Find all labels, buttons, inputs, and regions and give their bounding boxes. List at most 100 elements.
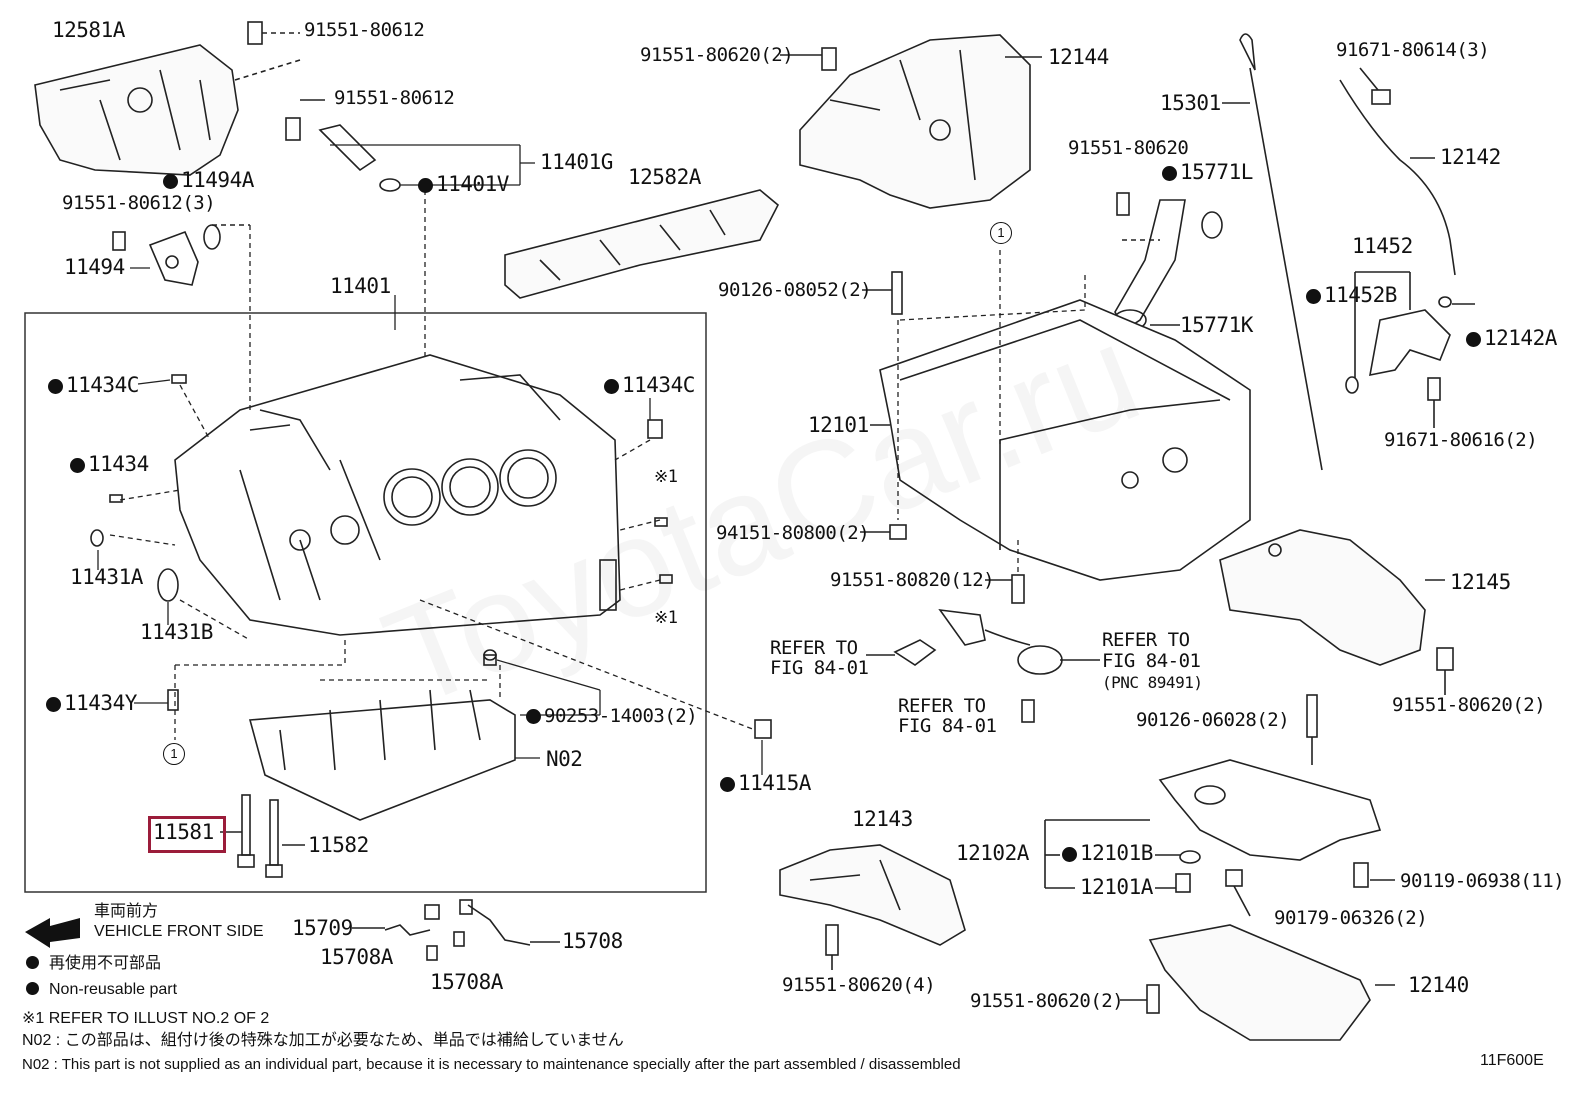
label-11434C-left[interactable]: 11434C [48,375,139,396]
part-N02-shape [248,649,516,821]
part-12144-shape [780,34,1042,209]
label-12142A[interactable]: 12142A [1466,328,1557,349]
label-91551-80620-mid[interactable]: 91551-80620 [1068,137,1189,159]
nonreusable-dot-icon [26,982,39,995]
refer-to-2-line1[interactable]: REFER TO [1102,629,1190,651]
label-91671-80616-2[interactable]: 91671-80616(2) [1384,429,1538,451]
label-12581A[interactable]: 12581A [52,18,125,42]
label-12102A[interactable]: 12102A [956,841,1029,865]
small-parts-left [90,374,772,739]
refer-to-3-line1[interactable]: REFER TO [898,695,986,717]
ref-circle-1-left: 1 [163,743,185,765]
label-11582[interactable]: 11582 [308,833,369,857]
part-11494-shape [112,224,250,286]
label-15708A-right[interactable]: 15708A [430,970,503,994]
label-91551-80612-3[interactable]: 91551-80612(3) [62,192,216,214]
note-mark-1-upper: ※1 [654,467,678,487]
label-91551-80620-2-top[interactable]: 91551-80620(2) [640,44,794,66]
note-mark-1-lower: ※1 [654,608,678,628]
label-N02[interactable]: N02 [546,747,583,771]
refer-to-1-line2[interactable]: FIG 84-01 [770,657,869,679]
label-11401G[interactable]: 11401G [540,150,613,174]
legend-nonreusable-en-row: Non-reusable part [26,981,177,999]
label-91551-80612-mid[interactable]: 91551-80612 [334,87,455,109]
label-12145[interactable]: 12145 [1450,570,1511,594]
label-11415A[interactable]: 11415A [720,773,811,794]
refer-to-2-pnc[interactable]: (PNC 89491) [1102,673,1203,692]
label-11494[interactable]: 11494 [64,255,125,279]
label-11401[interactable]: 11401 [330,274,391,298]
label-11452B[interactable]: 11452B [1306,285,1397,306]
engine-block-shape [174,354,621,636]
legend-nonreusable-en: Non-reusable part [49,981,178,998]
label-11431B[interactable]: 11431B [140,620,213,644]
refer-to-3-line2[interactable]: FIG 84-01 [898,715,997,737]
oilpan-guide-lines [897,250,1086,575]
part-15301-shape [1222,33,1323,471]
label-12143[interactable]: 12143 [852,807,913,831]
label-11434Y[interactable]: 11434Y [46,693,137,714]
label-90126-06028-2[interactable]: 90126-06028(2) [1136,709,1290,731]
label-91671-80614-3[interactable]: 91671-80614(3) [1336,39,1490,61]
oil-sensor-shape [866,608,1100,723]
part-12582A-shape [504,189,780,299]
highlighted-part-box [148,816,226,853]
label-12101[interactable]: 12101 [808,413,869,437]
label-11434C-right[interactable]: 11434C [604,375,695,396]
label-11431A[interactable]: 11431A [70,565,143,589]
legend-front-en: VEHICLE FRONT SIDE [94,923,264,940]
label-90126-08052-2[interactable]: 90126-08052(2) [718,279,872,301]
part-15708-15709-shapes [352,899,560,961]
label-90179-06326-2[interactable]: 90179-06326(2) [1274,907,1428,929]
refer-to-1-line1[interactable]: REFER TO [770,637,858,659]
part-15771-shape [1113,192,1223,332]
label-15709[interactable]: 15709 [292,916,353,940]
label-15708A-left[interactable]: 15708A [320,945,393,969]
label-94151-80800-2[interactable]: 94151-80800(2) [716,522,870,544]
label-91551-80820-12[interactable]: 91551-80820(12) [830,569,995,591]
part-12101-shape [860,271,1251,604]
label-12101A[interactable]: 12101A [1080,875,1153,899]
label-11401V[interactable]: 11401V [418,174,509,195]
label-90119-06938-11[interactable]: 90119-06938(11) [1400,870,1565,892]
figure-code: 11F600E [1480,1052,1544,1069]
label-12144[interactable]: 12144 [1048,45,1109,69]
block-guide-lines [109,190,756,740]
label-12142[interactable]: 12142 [1440,145,1501,169]
part-12142-shape [1339,67,1456,276]
part-12145-shape [1219,529,1454,695]
label-91551-80620-2-right[interactable]: 91551-80620(2) [1392,694,1546,716]
footnote-n02-en: N02 : This part is not supplied as an in… [22,1056,961,1073]
label-11452[interactable]: 11452 [1352,234,1413,258]
legend-nonreusable-jp-row: 再使用不可部品 [26,955,161,973]
label-15301[interactable]: 15301 [1160,91,1221,115]
label-15771L[interactable]: 15771L [1162,162,1253,183]
ref-circle-1-right: 1 [990,222,1012,244]
bolts-11581-11582-shapes [220,794,305,878]
label-11581[interactable]: 11581 [153,820,214,844]
part-12581A-shape [34,44,239,176]
legend-nonreusable-jp: 再使用不可部品 [49,955,162,972]
footnote-n02-jp: N02 : この部品は、組付け後の特殊な加工が必要なため、単品では補給していませ… [22,1032,624,1049]
label-12101B[interactable]: 12101B [1062,843,1153,864]
vehicle-front-arrow [25,918,80,948]
legend-front-jp: 車両前方 [94,903,159,920]
refer-to-2-line2[interactable]: FIG 84-01 [1102,650,1201,672]
label-12582A[interactable]: 12582A [628,165,701,189]
engine-block-group-frame [24,312,707,893]
part-12143-shape [779,844,966,970]
label-15771K[interactable]: 15771K [1180,313,1253,337]
nonreusable-dot-icon [26,956,39,969]
label-15708[interactable]: 15708 [562,929,623,953]
label-90253-14003-2[interactable]: 90253-14003(2) [526,706,698,726]
label-12140[interactable]: 12140 [1408,973,1469,997]
footnote-refer-illust: ※1 REFER TO ILLUST NO.2 OF 2 [22,1010,270,1027]
label-91551-80620-4[interactable]: 91551-80620(4) [782,974,936,996]
label-91551-80620-2-bottom[interactable]: 91551-80620(2) [970,990,1124,1012]
label-11494A[interactable]: 11494A [163,170,254,191]
part-12102A-shape [1044,694,1395,917]
part-12140-shape [1120,924,1395,1041]
label-91551-80612-top[interactable]: 91551-80612 [304,19,425,41]
label-11434[interactable]: 11434 [70,454,149,475]
